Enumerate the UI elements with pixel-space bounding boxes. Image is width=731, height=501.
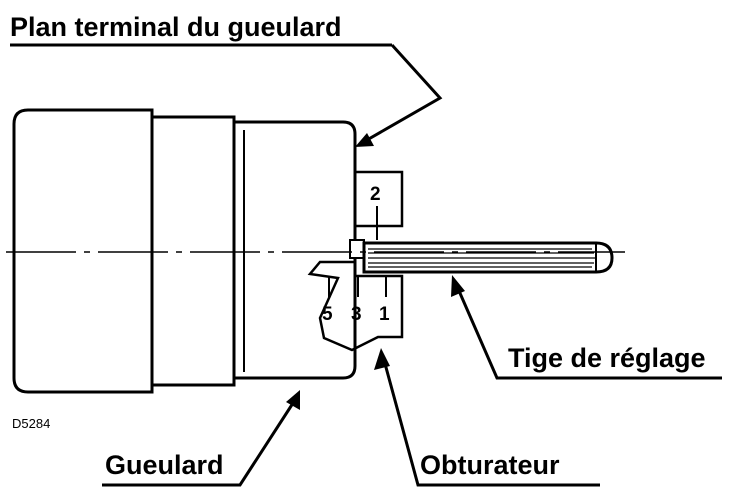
arrowhead-tige bbox=[451, 275, 465, 297]
scale-mark-2: 2 bbox=[370, 184, 381, 205]
gueulard-middle-ring bbox=[150, 115, 236, 387]
label-obturateur: Obturateur bbox=[420, 450, 560, 480]
guide-pin bbox=[349, 239, 365, 259]
arrowhead-obturateur bbox=[374, 348, 390, 370]
leader-plan-terminal bbox=[359, 43, 443, 146]
leader-obturateur bbox=[382, 359, 600, 487]
scale-mark-3: 3 bbox=[351, 304, 362, 325]
reference-code: D5284 bbox=[12, 416, 50, 431]
arrowhead-gueulard bbox=[286, 390, 300, 410]
throttle-notch bbox=[307, 260, 404, 352]
label-tige: Tige de réglage bbox=[508, 343, 706, 373]
gueulard-outer-ring bbox=[12, 108, 154, 394]
scale-mark-1: 1 bbox=[379, 304, 390, 325]
leader-tige bbox=[454, 283, 722, 380]
leader-gueulard bbox=[102, 399, 297, 487]
arrowhead-plan-terminal bbox=[355, 133, 374, 147]
scale-mark-5: 5 bbox=[322, 304, 333, 325]
upper-scale-block bbox=[356, 170, 404, 228]
label-plan-terminal: Plan terminal du gueulard bbox=[10, 12, 342, 42]
label-gueulard: Gueulard bbox=[105, 450, 224, 480]
gueulard-main-body bbox=[232, 120, 357, 380]
adjustment-rod bbox=[362, 241, 614, 274]
